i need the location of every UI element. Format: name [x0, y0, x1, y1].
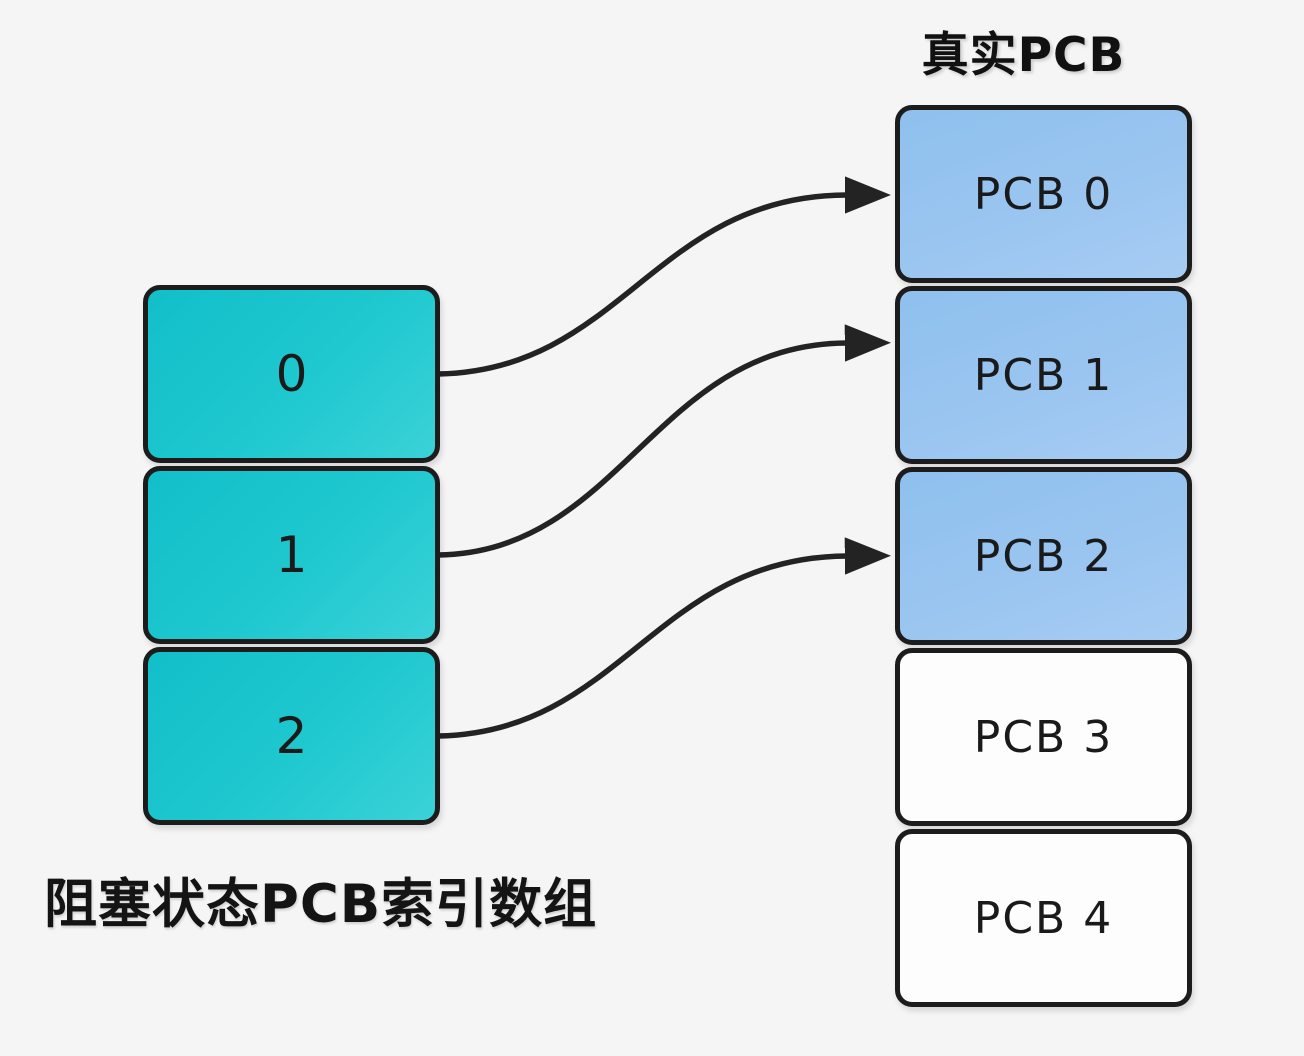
pcb-cell-4-label: PCB 4 — [973, 892, 1114, 944]
index-cell-1-value: 1 — [275, 526, 308, 584]
pcb-cell-0-label: PCB 0 — [973, 168, 1114, 220]
pcb-cell-4: PCB 4 — [895, 829, 1192, 1007]
pcb-cell-1: PCB 1 — [895, 286, 1192, 464]
index-cell-0-value: 0 — [275, 345, 308, 403]
real-pcb-title: 真实PCB — [921, 28, 1126, 83]
blocked-index-array-label: 阻塞状态PCB索引数组 — [44, 874, 598, 935]
index-cell-2-value: 2 — [275, 707, 308, 765]
arrow-index2-to-pcb2 — [435, 537, 891, 739]
pcb-cell-0: PCB 0 — [895, 105, 1192, 283]
index-cell-0: 0 — [143, 285, 440, 463]
index-cell-1: 1 — [143, 466, 440, 644]
arrow-index1-to-pcb1 — [435, 324, 891, 558]
pcb-cell-3-label: PCB 3 — [973, 711, 1114, 763]
pcb-cell-3: PCB 3 — [895, 648, 1192, 826]
pcb-cell-2-label: PCB 2 — [973, 530, 1114, 582]
real-pcb-column: PCB 0 PCB 1 PCB 2 PCB 3 PCB 4 — [895, 105, 1192, 1007]
arrow-index0-to-pcb0 — [435, 176, 891, 377]
index-cell-2: 2 — [143, 647, 440, 825]
blocked-index-array: 0 1 2 — [143, 285, 440, 825]
pcb-cell-2: PCB 2 — [895, 467, 1192, 645]
pcb-cell-1-label: PCB 1 — [973, 349, 1114, 401]
